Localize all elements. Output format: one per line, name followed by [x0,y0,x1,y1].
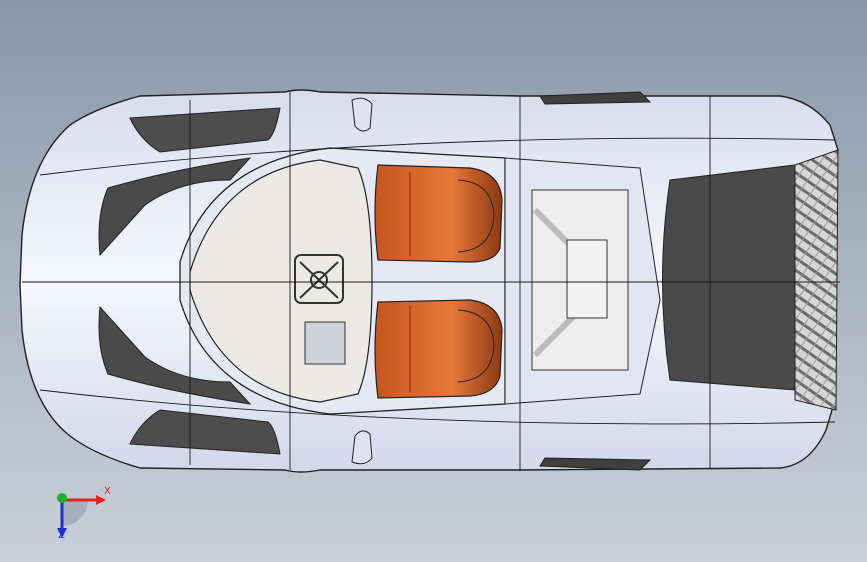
rear-scoop-top [539,91,652,105]
engine-block [566,239,608,319]
seat-top [374,164,503,263]
front-intake-bottom [98,305,252,405]
section-lines [22,92,840,470]
mirror-bottom [351,430,373,465]
x-axis-label: X [104,486,111,497]
fender-vent-top [129,107,281,153]
mirror-top [351,97,373,132]
coordinate-triad: X Z [40,478,120,548]
z-axis-label: Z [58,530,65,541]
fender-vent-bottom [129,409,281,455]
rear-scoop-bottom [539,457,652,471]
seat-bottom [374,299,503,399]
steering-wheel [294,254,344,304]
pedal-box [304,321,346,365]
front-intake-top [98,157,252,257]
rear-grille [794,149,839,411]
triad-axes-icon [57,493,106,538]
rear-window-panel [662,164,796,391]
